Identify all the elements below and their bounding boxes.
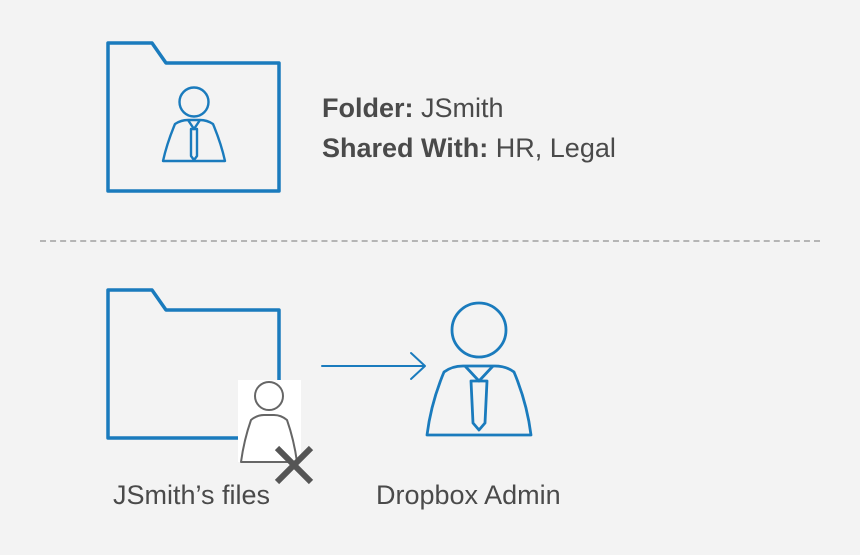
folder-user-icon [161,86,227,163]
dashed-divider [40,240,820,242]
folder-icon [106,288,281,440]
admin-caption: Dropbox Admin [376,480,561,510]
files-caption: JSmith’s files [113,480,271,510]
folder-info: Folder: JSmith Shared With: HR, Legal [322,88,616,168]
shared-label: Shared With: [322,133,489,163]
folder-label: Folder: [322,93,414,123]
arrow-right-icon [321,352,426,380]
admin-user-icon [425,301,533,437]
remove-x-icon [274,445,314,485]
shared-value: HR, Legal [495,133,616,163]
folder-value: JSmith [421,93,504,123]
folder-line: Folder: JSmith [322,88,616,128]
shared-line: Shared With: HR, Legal [322,128,616,168]
folder-icon [106,41,281,193]
